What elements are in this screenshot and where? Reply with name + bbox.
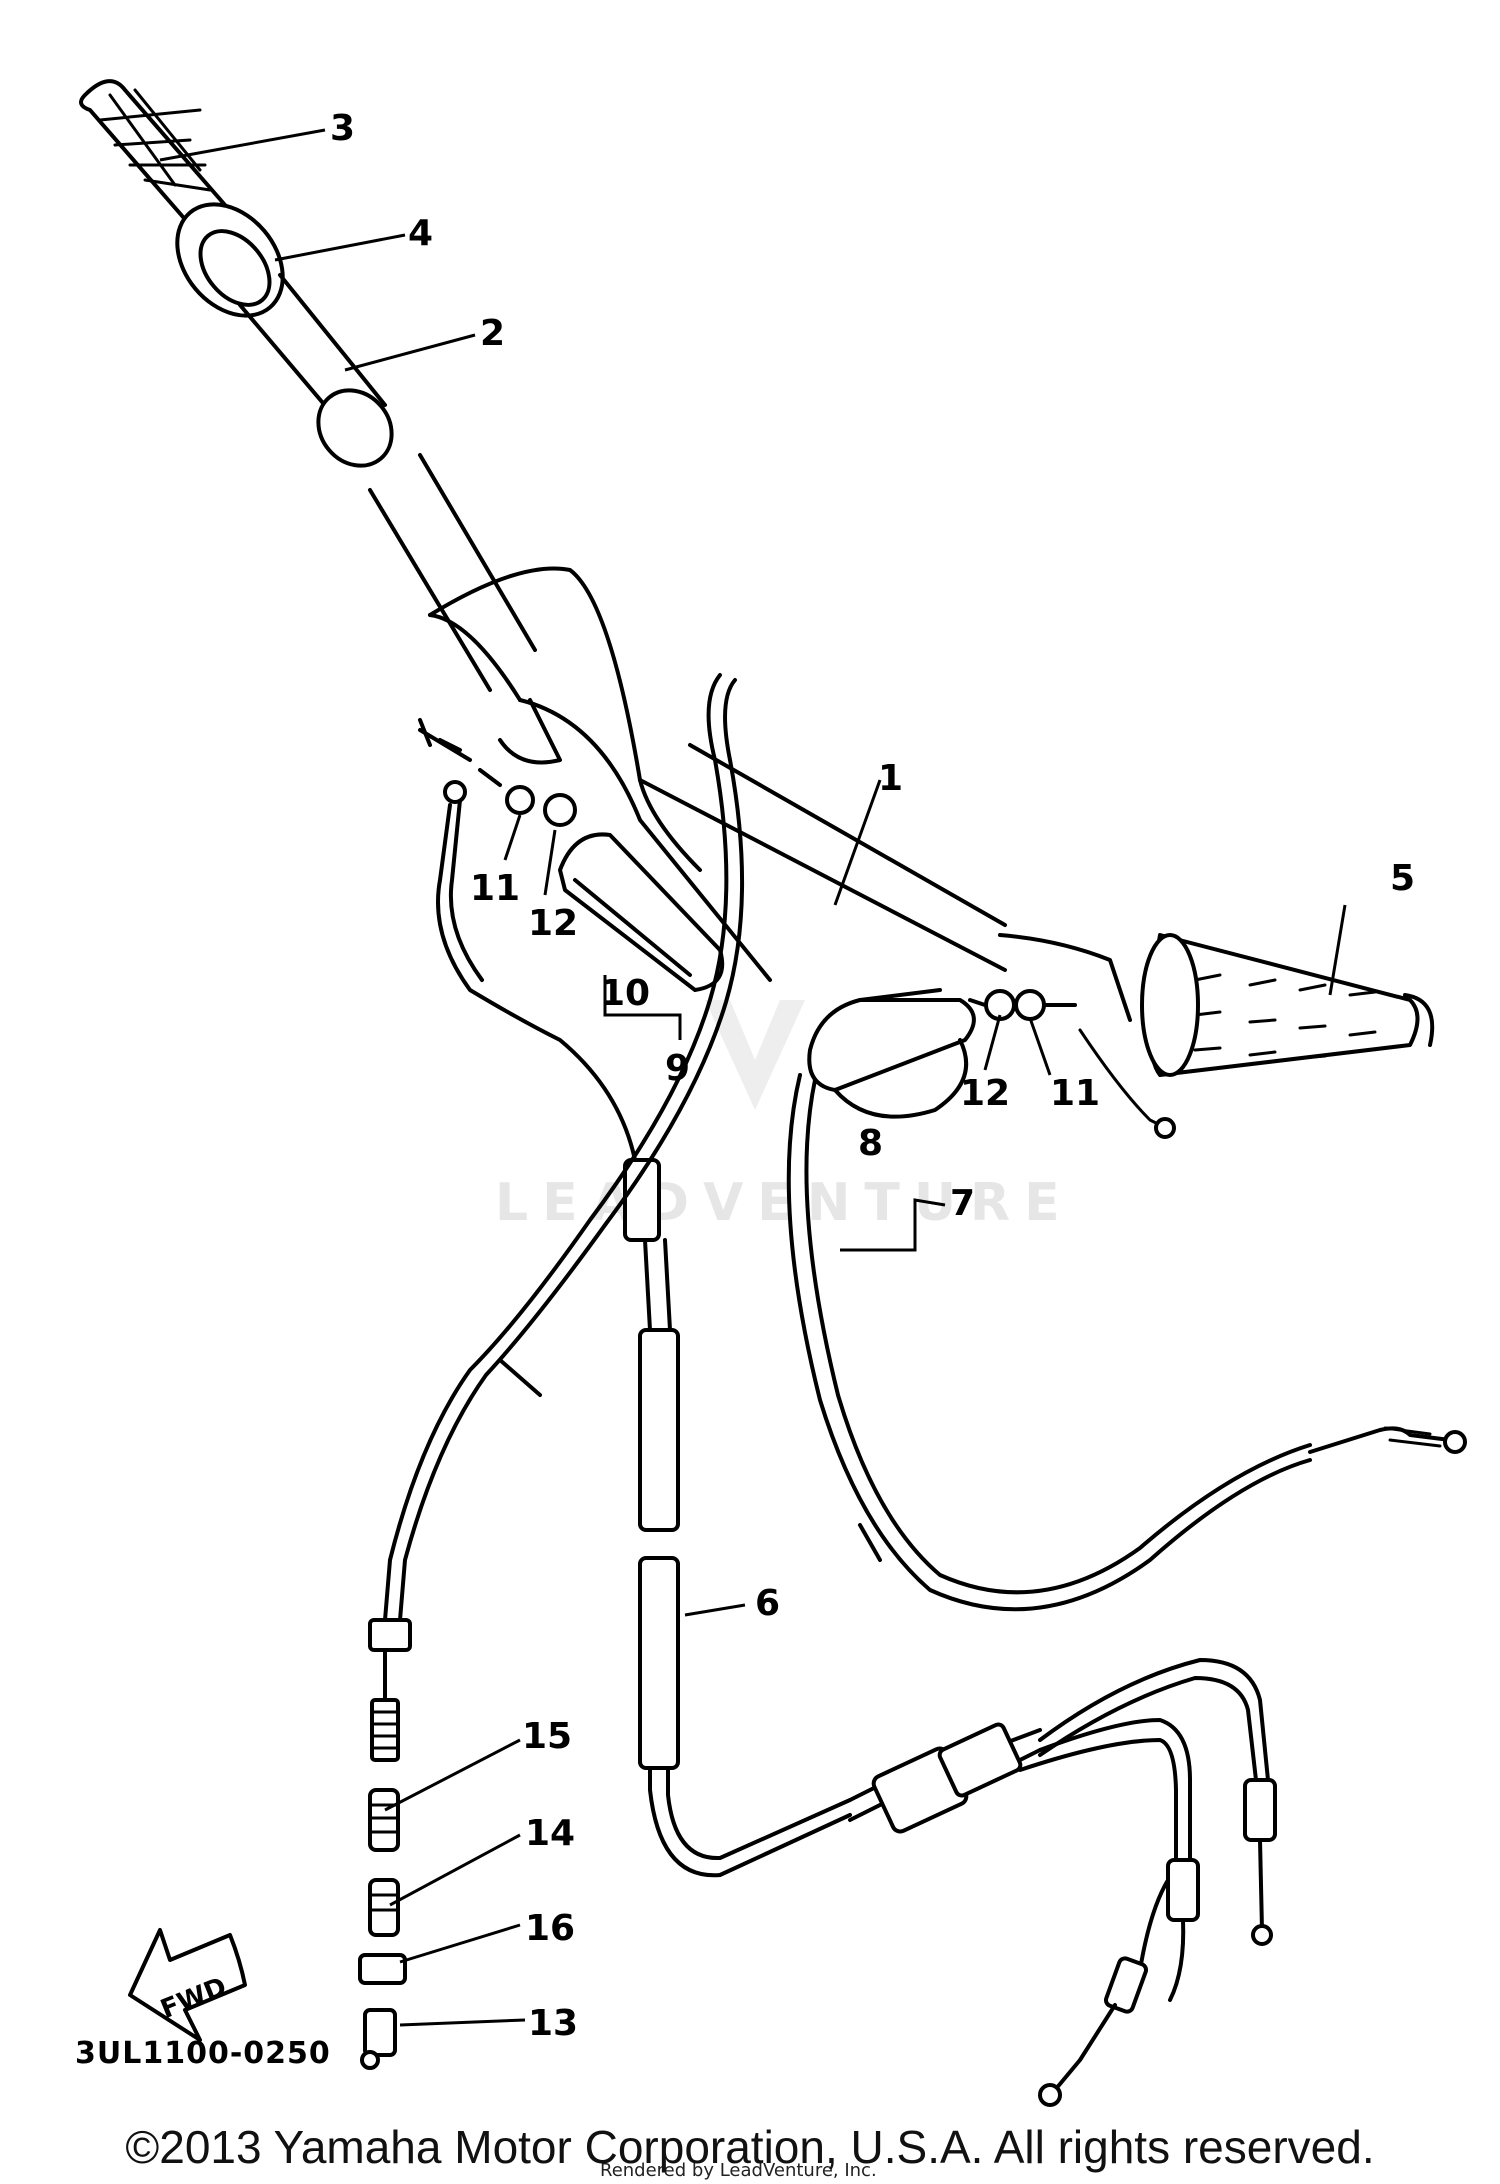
callout-2: 2 xyxy=(480,313,505,354)
handlebar[interactable] xyxy=(368,453,1132,1022)
left-adjuster-bolt[interactable] xyxy=(418,718,577,827)
watermark-logo: LEADVENTURE xyxy=(495,1000,1074,1233)
watermark-text: LEADVENTURE xyxy=(495,1173,1074,1233)
left-lever-holder[interactable] xyxy=(558,832,725,992)
right-grip[interactable] xyxy=(1140,933,1435,1077)
callout-11-right: 11 xyxy=(1050,1073,1100,1114)
callout-12-left: 12 xyxy=(528,903,578,944)
rendered-by-text: Rendered by LeadVenture, Inc. xyxy=(600,2160,877,2181)
callout-12-right: 12 xyxy=(960,1073,1010,1114)
callout-5: 5 xyxy=(1390,858,1415,899)
callout-9: 9 xyxy=(665,1048,690,1089)
throttle-grip-tube[interactable] xyxy=(238,273,407,480)
cable-adjuster-stack[interactable] xyxy=(358,1648,407,2070)
callout-15: 15 xyxy=(522,1716,572,1757)
callout-3: 3 xyxy=(330,108,355,149)
callout-1: 1 xyxy=(878,758,903,799)
throttle-cable-junction[interactable] xyxy=(368,673,745,1652)
junction-box[interactable] xyxy=(848,1658,1277,2107)
throttle-cable[interactable] xyxy=(786,1073,1467,1612)
callout-6: 6 xyxy=(755,1583,780,1624)
drawing-code: 3UL1100-0250 xyxy=(75,2036,331,2071)
grip-flange[interactable] xyxy=(156,184,305,337)
leader-lines xyxy=(159,128,1347,2027)
callouts: 3 4 2 1 5 6 7 8 9 10 11 11 12 12 13 14 1… xyxy=(330,108,1415,2044)
right-lever-holder[interactable] xyxy=(807,988,976,1119)
callout-13: 13 xyxy=(528,2003,578,2044)
callout-14: 14 xyxy=(525,1813,575,1854)
forward-arrow: FWD xyxy=(128,1928,247,2042)
callout-10: 10 xyxy=(600,973,650,1014)
callout-4: 4 xyxy=(408,213,433,254)
right-adjuster-bolt[interactable] xyxy=(968,989,1077,1021)
copyright-text: ©2013 Yamaha Motor Corporation, U.S.A. A… xyxy=(125,2121,1375,2173)
callout-16: 16 xyxy=(525,1908,575,1949)
fwd-label: FWD xyxy=(157,1972,231,2025)
callout-7: 7 xyxy=(950,1183,975,1224)
clutch-cable[interactable] xyxy=(638,1238,852,1878)
switch-wire[interactable] xyxy=(1078,1028,1176,1139)
callout-11-left: 11 xyxy=(470,868,520,909)
callout-8: 8 xyxy=(858,1123,883,1164)
